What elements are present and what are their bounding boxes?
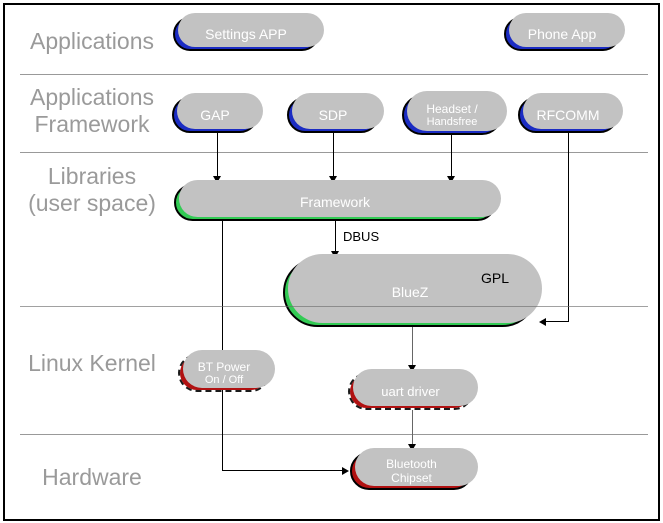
layer-label-line: Framework: [34, 111, 150, 137]
node-label: Headset /: [426, 101, 478, 116]
node-label: RFCOMM: [536, 106, 600, 123]
layer-label-line: Applications: [29, 84, 155, 110]
layer-label-applications: Applications: [7, 28, 177, 55]
connector-gap-framework: [217, 133, 218, 178]
node-bluez: GPL BlueZ: [283, 258, 537, 327]
node-rfcomm: RFCOMM: [518, 97, 618, 133]
edge-label-dbus: DBUS: [343, 229, 380, 244]
layer-label-line: Libraries: [47, 163, 137, 189]
node-label: GAP: [200, 106, 230, 123]
connector-rfcomm-bluez: [546, 321, 569, 322]
layer-label-hardware: Hardware: [7, 464, 177, 491]
connector-framework-chipset: [222, 221, 223, 471]
node-framework: Framework: [174, 184, 496, 221]
node-label: Framework: [299, 194, 370, 210]
node-phone-app: Phone App: [504, 17, 620, 51]
node-label: On / Off: [204, 373, 244, 386]
node-label: SDP: [318, 106, 348, 123]
node-uart-driver: uart driver: [348, 373, 473, 410]
node-label: BT Power: [197, 359, 251, 374]
connector-headset-framework: [451, 135, 452, 178]
layer-divider: [20, 74, 648, 75]
node-label: Settings APP: [205, 25, 287, 42]
node-headset-handsfree: Headset / Handsfree: [402, 95, 502, 135]
node-label: uart driver: [381, 384, 440, 399]
layer-divider: [20, 152, 648, 153]
node-label: Phone App: [527, 25, 597, 42]
node-bluetooth-chipset: Bluetooth Chipset: [350, 452, 473, 490]
node-label: Chipset: [391, 471, 432, 485]
connector-framework-bluez: [335, 221, 336, 253]
layer-divider: [20, 434, 648, 435]
connector-sdp-framework: [333, 133, 334, 178]
arrowhead-rfcomm-bluez: [539, 318, 546, 326]
layer-label-line: (user space): [28, 190, 156, 216]
layer-label-line: Linux Kernel: [28, 350, 156, 376]
node-sdp: SDP: [287, 97, 379, 133]
connector-uart-chipset: [412, 410, 413, 445]
layer-divider: [20, 306, 648, 307]
node-label: Handsfree: [426, 115, 478, 128]
node-label: Bluetooth: [386, 457, 437, 471]
layer-label-linux-kernel: Linux Kernel: [7, 350, 177, 377]
layer-label-line: Hardware: [42, 464, 142, 490]
node-bt-power: BT Power On / Off: [178, 354, 270, 392]
node-settings-app: Settings APP: [173, 17, 319, 51]
layer-label-applications-framework: Applications Framework: [7, 84, 177, 138]
connector-framework-chipset: [222, 470, 343, 471]
node-label: BlueZ: [391, 284, 429, 300]
layer-label-libraries: Libraries (user space): [7, 163, 177, 217]
node-gap: GAP: [172, 97, 258, 133]
layer-label-line: Applications: [29, 28, 155, 54]
gpl-badge: GPL: [480, 270, 509, 286]
arrowhead-framework-chipset: [342, 467, 349, 475]
connector-rfcomm-bluez: [568, 133, 569, 322]
connector-bluez-uart: [412, 327, 413, 366]
